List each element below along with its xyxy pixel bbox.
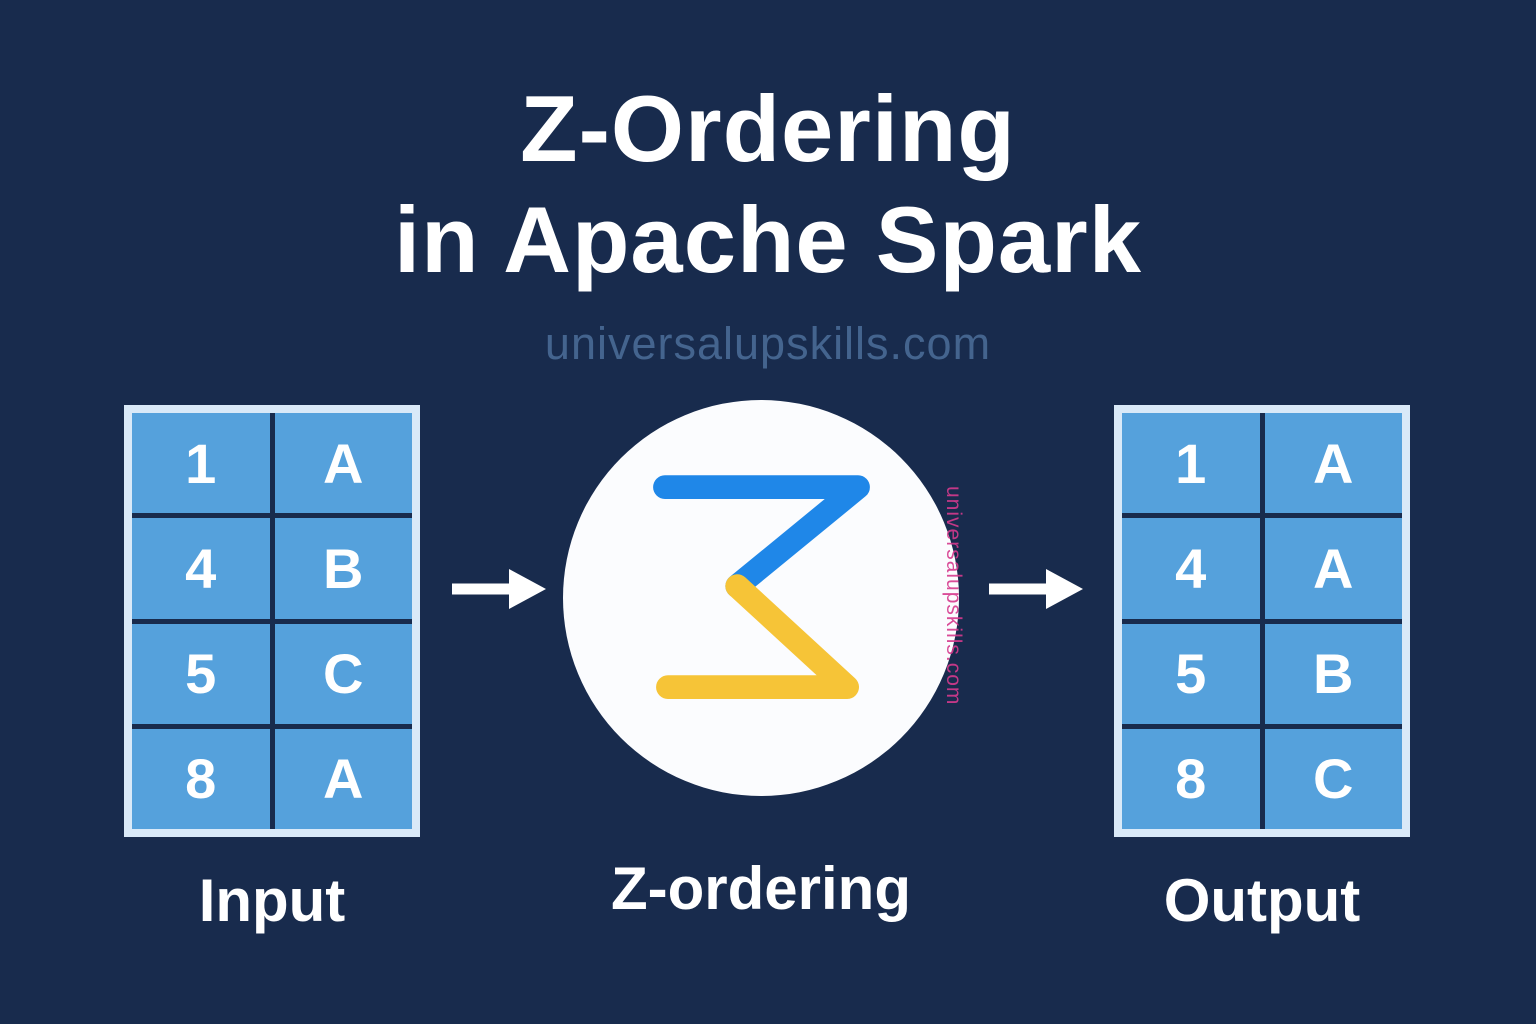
table-cell: 5: [132, 623, 270, 724]
watermark-text: universalupskills.com: [544, 318, 992, 369]
output-table: 1 A 4 A 5 B 8 C: [1114, 405, 1410, 837]
vertical-watermark-text: universalupskills.com: [942, 486, 965, 706]
table-cell: B: [274, 518, 412, 619]
table-cell: 1: [132, 413, 270, 514]
table-cell: 4: [132, 518, 270, 619]
output-label: Output: [1163, 867, 1361, 934]
table-cell: C: [274, 623, 412, 724]
arrow-right-icon: [452, 569, 546, 609]
table-cell: A: [274, 728, 412, 829]
input-label: Input: [198, 867, 346, 934]
table-cell: C: [1264, 728, 1402, 829]
z-ordering-logo-icon: [653, 475, 870, 699]
table-cell: 5: [1122, 623, 1260, 724]
table-cell: A: [1264, 518, 1402, 619]
table-cell: 4: [1122, 518, 1260, 619]
page-title: Z-Ordering in Apache Spark: [0, 74, 1536, 296]
arrow-right-icon: [989, 569, 1083, 609]
table-cell: 1: [1122, 413, 1260, 514]
z-ordering-circle: [563, 400, 959, 796]
title-line-1: Z-Ordering: [520, 76, 1016, 181]
z-ordering-label: Z-ordering: [611, 855, 911, 922]
input-table: 1 A 4 B 5 C 8 A: [124, 405, 420, 837]
table-cell: B: [1264, 623, 1402, 724]
table-cell: A: [274, 413, 412, 514]
table-cell: 8: [1122, 728, 1260, 829]
table-cell: 8: [132, 728, 270, 829]
table-cell: A: [1264, 413, 1402, 514]
title-line-2: in Apache Spark: [393, 186, 1143, 292]
